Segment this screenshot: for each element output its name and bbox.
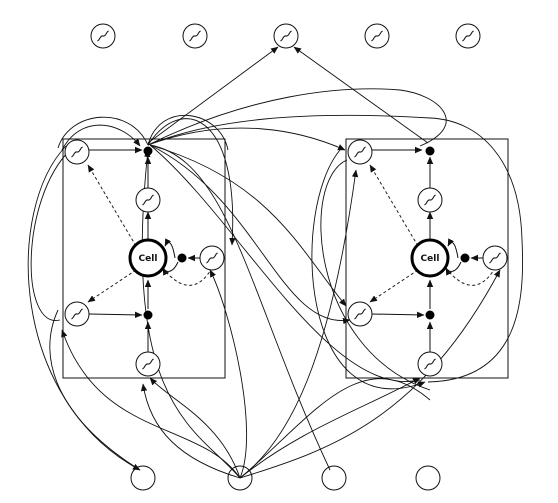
memory-block-2: Cell (345, 138, 509, 379)
input-gate-unit (64, 139, 90, 165)
input-fan-4 (209, 269, 247, 479)
recurrent-loop-5 (147, 114, 523, 241)
output-layer (90, 23, 481, 49)
output-unit-3 (273, 23, 299, 49)
cross-curve-2 (149, 144, 351, 325)
network-connections (27, 46, 524, 479)
memory-block-1: Cell (62, 138, 226, 379)
cross-curve-3 (149, 144, 421, 382)
memory-block-1-frame (62, 138, 226, 379)
recurrent-loop-2 (147, 114, 229, 151)
memory-cell: Cell (410, 238, 450, 278)
input-fan-9 (239, 378, 431, 479)
outer-arc-left-3 (49, 309, 141, 471)
cell-input-unit (417, 351, 443, 377)
output-squash-unit (135, 187, 161, 213)
input-fan-8 (140, 383, 241, 479)
output-unit-2 (182, 23, 208, 49)
output-unit-1 (90, 23, 116, 49)
outer-arc-block2-left (320, 159, 431, 391)
forget-gate-unit (482, 245, 508, 271)
recurrent-loop-6 (147, 88, 447, 147)
outer-arc-left-1 (30, 149, 71, 321)
input-fan-2 (149, 377, 241, 479)
gate-dot-bottom (425, 310, 435, 320)
cross-curve-4 (149, 144, 347, 307)
outer-arc-left-2 (27, 145, 141, 471)
input-unit-4 (415, 465, 441, 491)
gate-dot-right (177, 253, 187, 263)
gate-dot-right (460, 253, 470, 263)
recurrent-loop-1 (57, 116, 149, 149)
input-gate-unit (347, 139, 373, 165)
gate-dot-bottom (143, 310, 153, 320)
input-fan-6 (239, 269, 501, 479)
connection-block1-to-output (147, 46, 279, 144)
cell-input-unit (135, 351, 161, 377)
connection-block2-to-output (293, 46, 429, 144)
input-layer (130, 465, 441, 491)
cross-curve-1 (149, 144, 331, 471)
outer-arc-block2-left-2 (311, 149, 426, 390)
output-unit-4 (364, 23, 390, 49)
cell-label: Cell (421, 254, 440, 264)
forget-gate-unit (199, 245, 225, 271)
gate-dot-top (143, 146, 153, 156)
memory-cell: Cell (128, 238, 168, 278)
cell-label: Cell (139, 254, 158, 264)
input-unit-1 (130, 465, 156, 491)
recurrent-loop-3 (147, 118, 236, 246)
input-unit-3 (321, 465, 347, 491)
gate-dot-top (425, 146, 435, 156)
output-squash-unit (417, 187, 443, 213)
input-fan-7 (239, 169, 359, 479)
input-fan-5 (239, 377, 421, 479)
output-gate-unit (64, 301, 90, 327)
output-gate-unit (347, 301, 373, 327)
output-unit-5 (455, 23, 481, 49)
recurrent-loop-7 (147, 127, 346, 151)
memory-block-2-frame (345, 138, 509, 379)
